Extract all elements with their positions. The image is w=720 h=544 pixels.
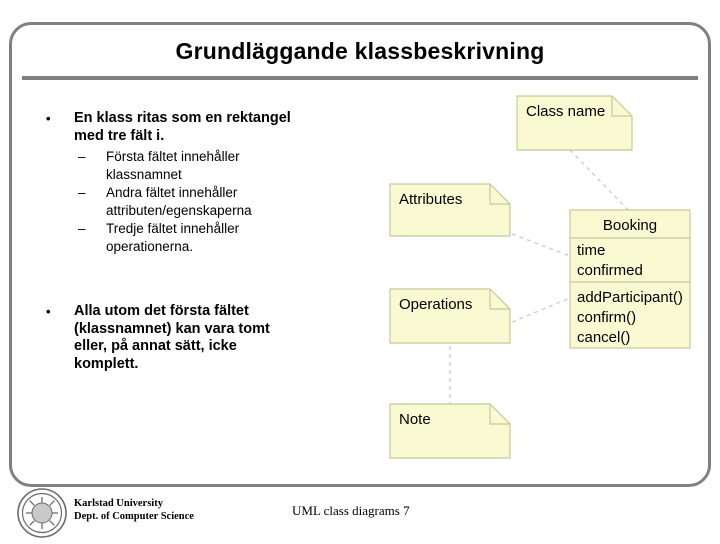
footer-slide-label: UML class diagrams 7 [292, 503, 410, 518]
bullet-line: Alla utom det första fältet [74, 303, 249, 319]
university-credit: Karlstad University Dept. of Computer Sc… [74, 498, 194, 523]
department-name: Dept. of Computer Science [74, 510, 194, 522]
bullet-item-2: • Alla utom det första fältet (klassnamn… [30, 303, 330, 373]
booking-attribute-time: time [577, 242, 605, 259]
bullet-line: (klassnamnet) kan vara tomt [74, 320, 270, 337]
booking-class-box: Booking time confirmed addParticipant() … [569, 209, 691, 349]
sub-bullet-line: klassnamnet [106, 166, 182, 182]
bullet-line: komplett. [74, 355, 139, 372]
uml-class-diagram: Class name Attributes Operations Note [340, 86, 712, 476]
attributes-note: Attributes [389, 183, 511, 237]
dash-marker: – [78, 185, 86, 200]
bullet-list-secondary: • Alla utom det första fältet (klassnamn… [30, 303, 330, 373]
sub-bullet-line: Andra fältet innehåller [106, 185, 238, 200]
note-note: Note [389, 403, 511, 459]
attributes-note-label: Attributes [399, 191, 462, 208]
bullet-line: En klass ritas som en rektangel [74, 110, 291, 126]
connector-attributes-to-booking [511, 233, 571, 257]
booking-class-name: Booking [603, 217, 657, 234]
bullet-line: med tre fält i. [74, 127, 165, 144]
connector-lines [449, 149, 629, 404]
operations-note: Operations [389, 288, 511, 344]
sub-bullet-line: attributen/egenskaperna [106, 202, 252, 218]
university-name: Karlstad University [74, 498, 163, 509]
booking-attribute-confirmed: confirmed [577, 262, 643, 279]
note-note-label: Note [399, 411, 431, 428]
class-name-note-label: Class name [526, 103, 605, 120]
sub-bullet-item-3: – Tredje fältet innehåller operationerna… [30, 220, 335, 255]
sub-bullet-item-2: – Andra fältet innehåller attributen/ege… [30, 184, 335, 219]
bullet-sublist: – Första fältet innehåller klassnamnet –… [30, 148, 335, 255]
sub-bullet-line: Första fältet innehåller [106, 149, 240, 164]
title-divider [22, 76, 698, 80]
sub-bullet-item-1: – Första fältet innehåller klassnamnet [30, 148, 335, 183]
sub-bullet-line: operationerna. [106, 238, 194, 254]
class-name-note: Class name [516, 95, 633, 151]
dash-marker: – [78, 149, 86, 164]
connector-classname-to-booking [569, 149, 629, 211]
sub-bullet-line: Tredje fältet innehåller [106, 221, 240, 236]
booking-operation-addparticipant: addParticipant() [577, 289, 683, 306]
operations-note-label: Operations [399, 296, 472, 313]
booking-operation-confirm: confirm() [577, 309, 636, 326]
bullet-marker: • [46, 304, 51, 319]
bullet-line: eller, på annat sätt, icke [74, 338, 237, 354]
bullet-marker: • [46, 111, 51, 126]
bullet-item-1: • En klass ritas som en rektangel med tr… [30, 110, 335, 145]
dash-marker: – [78, 221, 86, 236]
bullet-list-primary: • En klass ritas som en rektangel med tr… [30, 110, 335, 256]
page-title: Grundläggande klassbeskrivning [175, 38, 545, 64]
connector-operations-to-booking [511, 297, 571, 323]
booking-operation-cancel: cancel() [577, 329, 630, 346]
karlstad-university-seal-icon [16, 487, 68, 539]
